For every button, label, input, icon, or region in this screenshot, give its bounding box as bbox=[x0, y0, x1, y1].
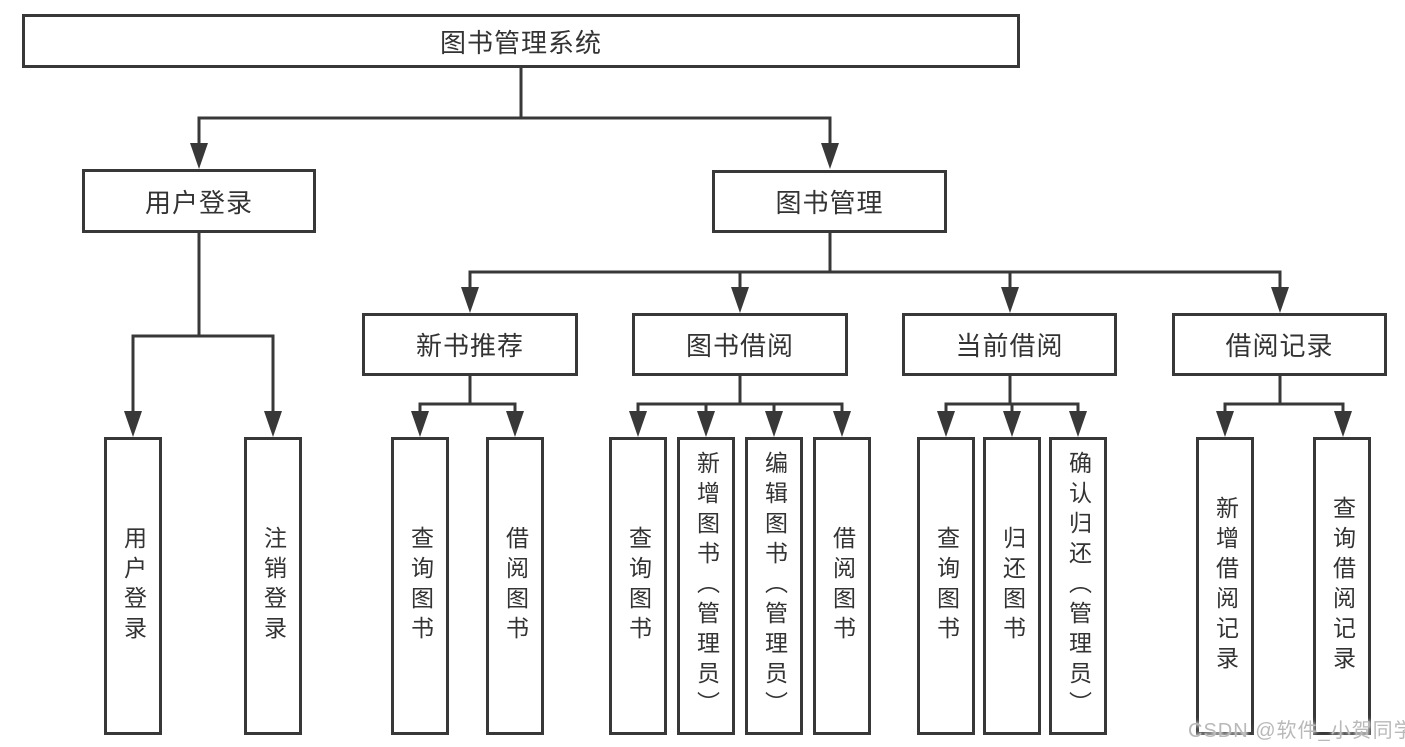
leaf-add-borrow-record: 新增借阅记录 bbox=[1196, 437, 1254, 735]
node-book-borrowing: 图书借阅 bbox=[632, 313, 848, 376]
leaf-logout: 注销登录 bbox=[244, 437, 302, 735]
edge-root-to-level2 bbox=[190, 68, 839, 169]
leaf-query-books-current: 查询图书 bbox=[917, 437, 975, 735]
leaf-add-books-admin: 新增图书（管理员） bbox=[677, 437, 735, 735]
node-book-management: 图书管理 bbox=[712, 170, 947, 233]
node-new-book-recommend: 新书推荐 bbox=[362, 313, 578, 376]
edge-bookmgmt-to-level3 bbox=[461, 233, 1289, 313]
node-library-management-system: 图书管理系统 bbox=[22, 14, 1020, 68]
node-current-borrowing: 当前借阅 bbox=[902, 313, 1117, 376]
edge-userlogin-to-children bbox=[124, 233, 282, 437]
node-borrowing-records: 借阅记录 bbox=[1172, 313, 1387, 376]
leaf-return-books: 归还图书 bbox=[983, 437, 1041, 735]
leaf-edit-books-admin: 编辑图书（管理员） bbox=[745, 437, 803, 735]
leaf-query-borrow-record: 查询借阅记录 bbox=[1313, 437, 1371, 735]
leaf-query-books-borrowing: 查询图书 bbox=[609, 437, 667, 735]
edge-borrowrecords-to-children bbox=[1216, 376, 1352, 437]
edge-currentborrow-to-children bbox=[937, 376, 1087, 437]
leaf-user-login: 用户登录 bbox=[104, 437, 162, 735]
leaf-confirm-return-admin: 确认归还（管理员） bbox=[1049, 437, 1107, 735]
edge-newbooks-to-children bbox=[411, 376, 524, 437]
leaf-borrow-books-recommend: 借阅图书 bbox=[486, 437, 544, 735]
edge-bookborrow-to-children bbox=[629, 376, 851, 437]
csdn-watermark: CSDN @软件_小贺同学 bbox=[1188, 720, 1405, 742]
leaf-borrow-books: 借阅图书 bbox=[813, 437, 871, 735]
node-user-login: 用户登录 bbox=[82, 169, 316, 233]
leaf-query-books-recommend: 查询图书 bbox=[391, 437, 449, 735]
